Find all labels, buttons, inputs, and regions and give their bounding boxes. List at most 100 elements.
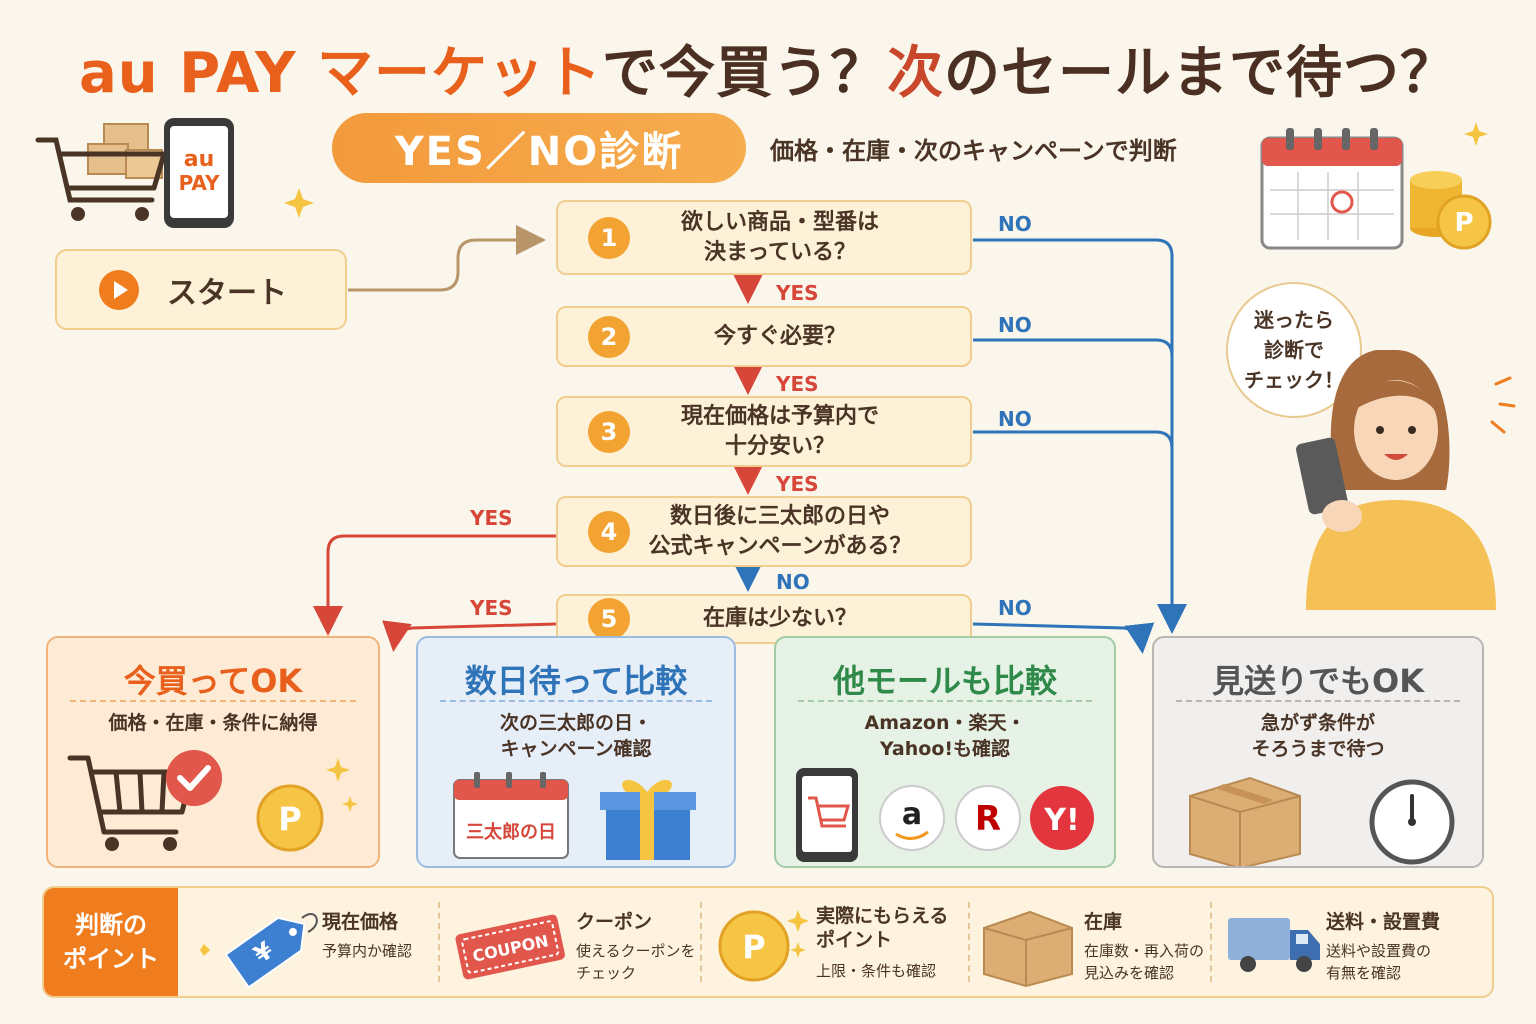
result-description: Amazon・楽天・ Yahoo!も確認 <box>864 712 1026 760</box>
yes-label-q2: YES <box>776 372 819 396</box>
sparkle-icon <box>1464 122 1488 146</box>
question-3: 3 現在価格は予算内で 十分安い？ <box>556 396 972 467</box>
cardboard-box-icon <box>983 910 1073 988</box>
question-number: 3 <box>588 410 630 453</box>
calendar-and-coins-illustration: P <box>1260 122 1492 250</box>
divider <box>968 902 970 982</box>
amazon-logo-icon: a <box>879 785 945 851</box>
result-description: 価格・在庫・条件に納得 <box>108 712 318 734</box>
point-title: 実際にもらえる ポイント <box>816 905 949 951</box>
point-description: 予算内か確認 <box>322 942 413 960</box>
svg-text:P: P <box>278 800 301 838</box>
result-description: 次の三太郎の日・ キャンペーン確認 <box>499 712 652 760</box>
svg-text:R: R <box>975 799 1001 839</box>
point-coin-icon: P <box>256 784 324 852</box>
point-description: 在庫数・再入荷の 見込みを確認 <box>1084 942 1205 982</box>
yes-label-q1: YES <box>776 281 819 305</box>
divider <box>440 700 712 702</box>
yes-label-q4: YES <box>470 506 513 530</box>
question-1: 1 欲しい商品・型番は 決まっている？ <box>556 200 972 275</box>
other-malls-illustration: a R Y! <box>796 768 1094 862</box>
point-title: 現在価格 <box>322 911 399 933</box>
check-icon <box>166 750 222 806</box>
no-label-q1: NO <box>998 212 1032 236</box>
decision-points-label: 判断の ポイント <box>44 888 178 996</box>
question-number: 4 <box>588 510 630 553</box>
no-label-q2: NO <box>998 313 1032 337</box>
divider <box>1176 700 1460 702</box>
question-5: 5 在庫は少ない？ <box>556 594 972 644</box>
delivery-truck-icon <box>1228 918 1320 972</box>
page-title: au PAY マーケットで今買う？次のセールまで待つ？ <box>78 41 1458 106</box>
result-buy-now: 今買ってOK 価格・在庫・条件に納得 P <box>46 636 380 868</box>
point-coupon: クーポン 使えるクーポンを チェック <box>576 888 706 996</box>
point-stock: 在庫 在庫数・再入荷の 見込みを確認 <box>1084 888 1214 996</box>
question-text: 在庫は少ない？ <box>702 606 857 631</box>
shopping-cart-illustration: au PAY <box>35 118 234 228</box>
result-title: 見送りでもOK <box>1211 662 1424 700</box>
point-description: 送料や設置費の 有無を確認 <box>1326 942 1432 982</box>
price-tag-icon: ¥ <box>200 913 318 988</box>
question-2: 2 今すぐ必要？ <box>556 306 972 367</box>
no-label-q3: NO <box>998 407 1032 431</box>
question-4: 4 数日後に三太郎の日や 公式キャンペーンがある？ <box>556 496 972 567</box>
smartphone-icon <box>1296 437 1348 515</box>
question-number: 5 <box>588 598 630 640</box>
sparkle-icon <box>342 796 358 812</box>
subtitle: 価格・在庫・次のキャンペーンで判断 <box>770 137 1177 165</box>
calendar-icon: 三太郎の日 <box>453 772 569 859</box>
point-title: クーポン <box>576 911 653 933</box>
question-text: 数日後に三太郎の日や 公式キャンペーンがある？ <box>648 503 912 559</box>
cart-checkmark-illustration: P <box>67 750 358 852</box>
no-label-q4: NO <box>776 570 810 594</box>
point-title: 在庫 <box>1084 911 1123 933</box>
svg-text:a: a <box>902 797 922 832</box>
divider <box>438 902 440 982</box>
start-label: スタート <box>167 275 287 311</box>
box-clock-illustration <box>1189 776 1455 866</box>
cart-icon <box>35 123 167 221</box>
divider <box>1210 902 1212 982</box>
svg-text:P: P <box>1454 208 1473 238</box>
calendar-text: 三太郎の日 <box>466 821 556 843</box>
point-title: 送料・設置費 <box>1326 911 1441 933</box>
yes-label-q5: YES <box>470 596 513 620</box>
smartphone-cart-icon <box>796 768 858 862</box>
yes-no-diagnosis-badge: YES／NO診断 <box>332 113 746 183</box>
point-current-price: 現在価格 予算内か確認 <box>322 888 442 996</box>
result-title: 数日待って比較 <box>464 662 688 700</box>
rakuten-logo-icon: R <box>955 785 1021 851</box>
result-skip: 見送りでもOK 急がず条件が そろうまで待つ <box>1152 636 1484 868</box>
result-title: 今買ってOK <box>123 662 303 700</box>
question-text: 欲しい商品・型番は 決まっている？ <box>680 209 879 265</box>
calendar-icon <box>1260 128 1404 250</box>
point-shipping-installation: 送料・設置費 送料や設置費の 有無を確認 <box>1326 888 1486 996</box>
question-text: 今すぐ必要？ <box>713 323 846 349</box>
woman-illustration <box>1296 350 1516 610</box>
phone-logo-pay: PAY <box>179 171 220 195</box>
question-number: 2 <box>588 315 630 358</box>
divider <box>700 902 702 982</box>
sparkle-icon <box>787 910 809 932</box>
result-wait-compare: 数日待って比較 次の三太郎の日・ キャンペーン確認 三太郎の日 <box>416 636 736 868</box>
point-description: 上限・条件も確認 <box>816 962 937 980</box>
result-title: 他モールも比較 <box>832 662 1057 700</box>
point-description: 使えるクーポンを チェック <box>576 942 696 982</box>
clock-icon <box>1369 779 1455 865</box>
result-compare-other-malls: 他モールも比較 Amazon・楽天・ Yahoo!も確認 a R Y! <box>774 636 1116 868</box>
start-node: スタート <box>55 249 347 330</box>
coin-stack-icon: P <box>1410 171 1492 250</box>
play-icon <box>99 269 139 310</box>
excitement-lines-icon <box>1490 376 1516 434</box>
yahoo-logo-icon: Y! <box>1030 786 1094 850</box>
divider <box>798 700 1092 702</box>
cardboard-box-icon <box>1189 776 1301 866</box>
sparkle-icon <box>790 942 806 958</box>
phone-logo-au: au <box>184 147 215 172</box>
no-label-q5: NO <box>998 596 1032 620</box>
sparkle-icon <box>326 758 350 782</box>
smartphone-icon: au PAY <box>164 118 234 228</box>
sparkle-icon <box>284 188 314 218</box>
coupon-icon: COUPON <box>455 914 565 980</box>
